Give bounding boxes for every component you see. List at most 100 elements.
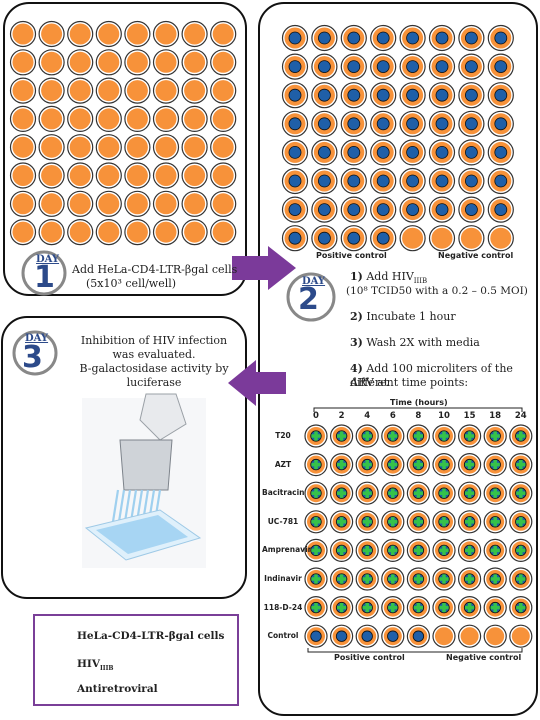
cell-layer (126, 80, 148, 102)
time-point-label: 10 (438, 411, 450, 421)
hiv-dot (406, 88, 420, 102)
hiv-dot (376, 88, 390, 102)
arv-cross-h (336, 462, 347, 467)
arv-cross-h (490, 520, 500, 524)
hiv-dot (288, 174, 302, 188)
arv-cross-h (311, 520, 321, 524)
hiv-dot (288, 60, 302, 73)
day2-badge (286, 272, 336, 322)
day3-text-line3: B-galactosidase activity by (79, 362, 229, 375)
day1-text-line1: Add HeLa-CD4-LTR-βgal cells (72, 263, 238, 276)
row-label: 118-D-24 (263, 602, 303, 612)
cell-layer (41, 51, 63, 73)
cell-layer (212, 108, 234, 130)
day3-badge (12, 330, 58, 376)
pipette-handle (139, 393, 187, 441)
cell-layer (460, 227, 482, 249)
arv-cross-h (516, 434, 526, 438)
time-point-label: 8 (415, 411, 422, 421)
hiv-dot (317, 60, 331, 73)
bottom-positive-control: Positive control (334, 653, 405, 662)
cell-layer (212, 136, 234, 158)
hiv-dot (464, 88, 478, 102)
hiv-dot (412, 630, 425, 642)
day3-text-line2: was evaluated. (112, 348, 196, 361)
arv-cross-h (413, 605, 424, 610)
arv-cross-h (388, 462, 398, 467)
hiv-dot (387, 630, 399, 642)
legend-label-arv: Antiretroviral (77, 683, 158, 695)
arv-cross-h (464, 548, 475, 553)
cell-layer (98, 136, 120, 158)
hiv-dot (310, 630, 322, 642)
arv-cross-h (464, 462, 475, 467)
day1-text-line2: (5x10³ cell/well) (86, 277, 177, 290)
arv-cross-h (311, 462, 321, 467)
hiv-dot (406, 60, 420, 73)
time-point-label: 0 (313, 411, 319, 421)
cell-layer (155, 193, 177, 215)
arv-cross-h (516, 491, 526, 495)
hiv-dot (406, 203, 420, 217)
cell-layer (41, 108, 63, 130)
row-label: T20 (275, 431, 291, 440)
cell-layer (41, 221, 63, 243)
hiv-dot (347, 231, 361, 245)
day2-step-1: 1) Add HIVIIIB (350, 270, 428, 286)
hiv-dot (317, 117, 331, 131)
day2-step-2: 2) Incubate 1 hour (350, 310, 456, 323)
day1-label: DAY (36, 254, 60, 265)
day2-negative-control: Negative control (438, 251, 514, 260)
hiv-dot (464, 174, 478, 188)
cell-layer (155, 221, 177, 243)
control-bracket (307, 648, 523, 653)
cell-layer (155, 136, 177, 158)
cell-layer (184, 193, 206, 215)
hiv-dot (464, 117, 478, 131)
arv-cross-h (439, 605, 449, 610)
hiv-dot (317, 145, 331, 159)
pipette-body (119, 439, 173, 491)
row-label: Bacitracin (262, 488, 305, 498)
hiv-dot (288, 88, 302, 102)
hiv-dot (464, 145, 478, 159)
arv-cross-h (311, 491, 321, 495)
arv-cross-h (413, 548, 424, 553)
cell-layer (155, 23, 177, 45)
arv-cross-h (490, 434, 500, 438)
hiv-dot (406, 174, 420, 188)
cell-layer (212, 51, 234, 73)
arv-cross-h (413, 434, 424, 438)
cell-layer (69, 165, 91, 186)
cell-layer (12, 23, 34, 45)
hiv-dot (288, 231, 302, 245)
time-point-label: 15 (463, 411, 476, 421)
cell-layer (212, 193, 234, 215)
cell-layer (184, 136, 206, 158)
cell-layer (12, 136, 34, 158)
hiv-dot (288, 31, 302, 45)
cell-layer (402, 227, 424, 249)
arv-cross-h (388, 434, 398, 438)
hiv-dot (435, 174, 449, 188)
arv-cross-h (464, 434, 475, 438)
cell-layer (41, 80, 63, 102)
arv-cross-h (362, 605, 372, 610)
arv-cross-h (362, 520, 372, 524)
arv-cross-h (439, 577, 449, 581)
day3-text-line4: luciferase (126, 376, 182, 389)
cell-layer (486, 627, 505, 646)
hiv-dot (435, 145, 449, 159)
arv-cross-h (362, 577, 372, 581)
hiv-dot (376, 145, 390, 159)
cell-layer (184, 80, 206, 102)
arv-cross-h (516, 548, 526, 553)
cell-layer (126, 193, 148, 215)
hiv-dot (347, 145, 361, 159)
hiv-dot (317, 231, 331, 245)
arv-cross-h (362, 434, 372, 438)
cell-layer (12, 80, 34, 102)
arv-cross-h (439, 548, 449, 553)
arv-cross-h (336, 434, 347, 438)
time-point-label: 2 (338, 411, 345, 421)
